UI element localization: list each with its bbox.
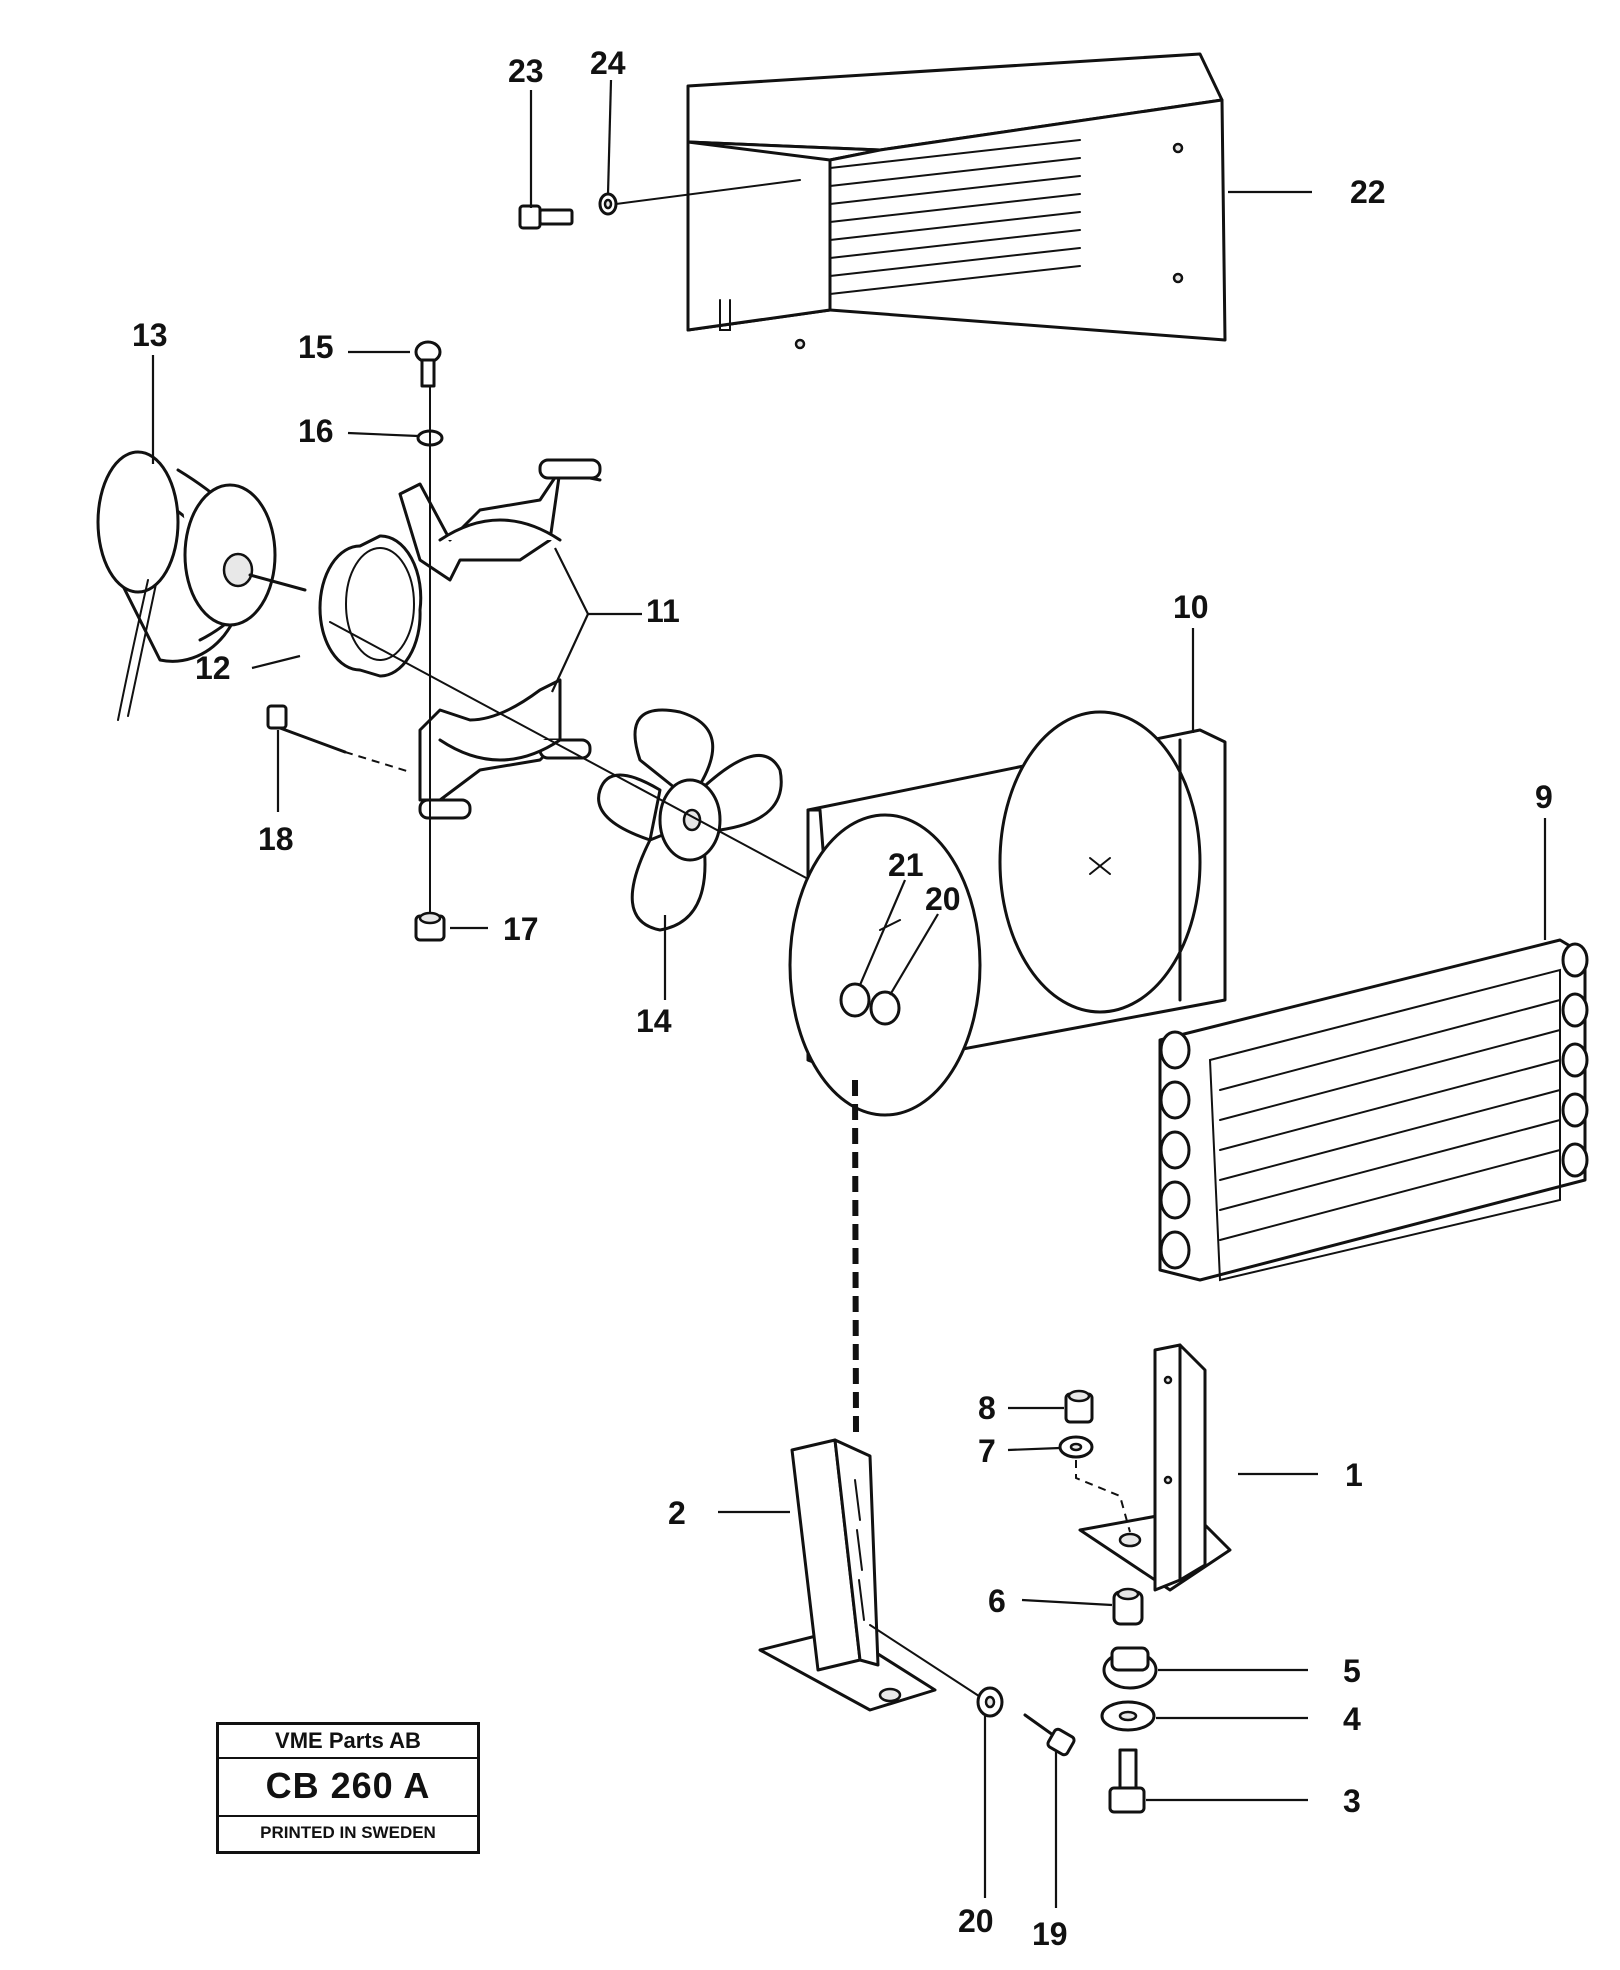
part-22-cover [686, 52, 1227, 350]
part-17-nut [414, 911, 446, 942]
callout-4: 4 [1343, 1701, 1361, 1737]
callout-24: 24 [590, 45, 626, 81]
part-6-spacer [1112, 1587, 1144, 1626]
callout-1: 1 [1345, 1457, 1363, 1493]
part-12-ring [318, 534, 423, 678]
callout-8: 8 [978, 1390, 996, 1426]
callout-23: 23 [508, 53, 544, 89]
part-1-bracket [1078, 1343, 1232, 1592]
callout-6: 6 [988, 1583, 1006, 1619]
part-23-bolt [518, 204, 574, 230]
part-8-nut [1064, 1389, 1094, 1424]
callout-2: 2 [668, 1495, 686, 1531]
part-9-radiator [1158, 938, 1589, 1282]
callout-22: 22 [1350, 174, 1386, 210]
callout-15: 15 [298, 329, 334, 365]
part-7-washer [1058, 1435, 1094, 1459]
part-13-motor [96, 450, 307, 721]
callout-16: 16 [298, 413, 334, 449]
callout-3: 3 [1343, 1783, 1361, 1819]
part-18-bolt [266, 704, 347, 754]
callout-14: 14 [636, 1003, 672, 1039]
callout-9: 9 [1535, 779, 1553, 815]
title-block-company: VME Parts AB [219, 1725, 477, 1759]
callout-20-bottom: 20 [958, 1903, 994, 1939]
leader-lines [151, 79, 1547, 1908]
part-10-frame [788, 710, 1227, 1117]
title-block-printed: PRINTED IN SWEDEN [260, 1823, 436, 1842]
part-20-washer [976, 1686, 1004, 1718]
part-4-washer [1100, 1700, 1156, 1732]
title-block-code: CB 260 A [219, 1757, 477, 1817]
part-11-bracket-upper [398, 458, 602, 582]
part-11-bracket-lower [418, 678, 592, 820]
part-3-bolt [1108, 1748, 1146, 1814]
part-14-fan [597, 708, 783, 932]
callout-10: 10 [1173, 589, 1209, 625]
callout-18: 18 [258, 821, 294, 857]
callout-13: 13 [132, 317, 168, 353]
callout-20-frame: 20 [925, 881, 961, 917]
part-15-screw [414, 340, 442, 388]
callout-12: 12 [195, 650, 231, 686]
callout-5: 5 [1343, 1653, 1361, 1689]
part-24-washer [598, 192, 618, 216]
callout-17: 17 [503, 911, 539, 947]
part-5-rubber-mount [1102, 1646, 1158, 1690]
title-block: VME Parts AB CB 260 A PRINTED IN SWEDEN [216, 1722, 480, 1854]
callout-19: 19 [1032, 1916, 1068, 1952]
part-19-bolt [1023, 1713, 1076, 1757]
callout-labels: 23 24 22 13 15 16 11 12 10 9 18 21 20 17… [132, 45, 1553, 1952]
callout-21: 21 [888, 847, 924, 883]
callout-11: 11 [646, 593, 680, 629]
callout-7: 7 [978, 1433, 996, 1469]
part-2-bracket [758, 1438, 937, 1712]
